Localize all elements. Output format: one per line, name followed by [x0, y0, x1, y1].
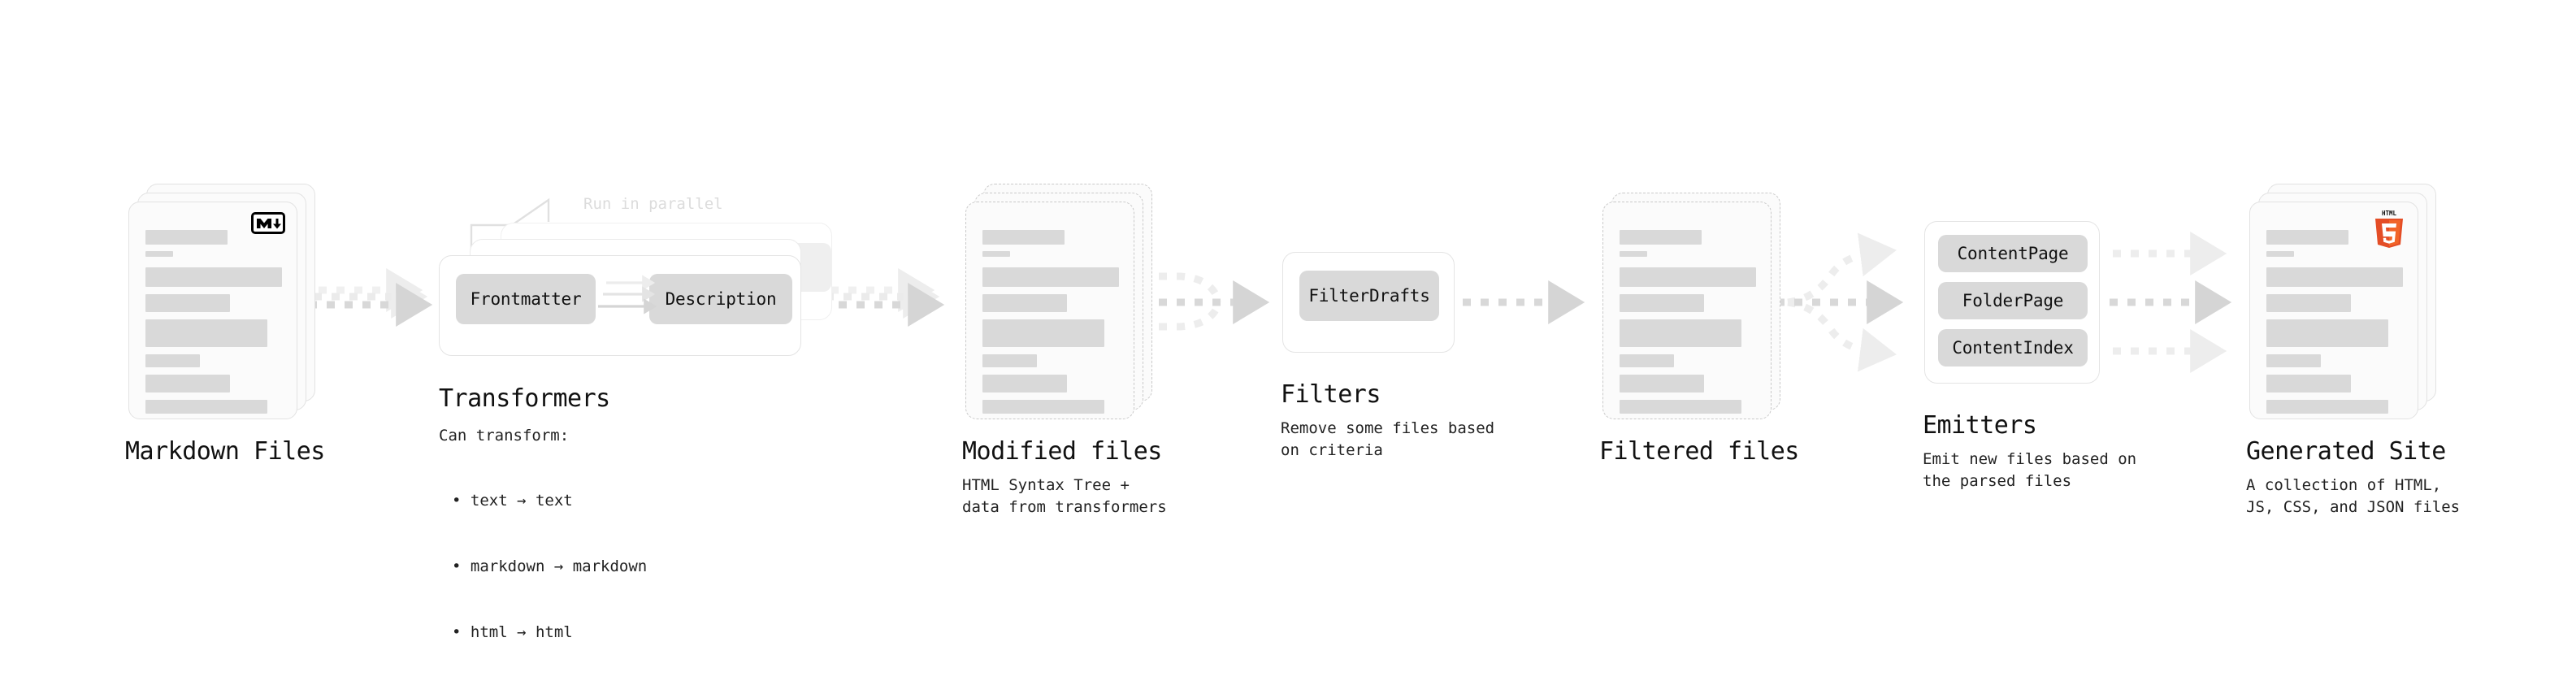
doc-line	[145, 400, 267, 414]
stage-title-generated-site: Generated Site	[2246, 437, 2446, 466]
modified-doc-body	[982, 230, 1119, 414]
markdown-icon	[251, 212, 285, 234]
filters-card[interactable]: FilterDrafts	[1282, 252, 1455, 353]
doc-line	[2266, 354, 2322, 367]
stage-generated-site: CSS HTML	[2246, 184, 2460, 516]
doc-line	[982, 400, 1104, 414]
html5-badge-text: HTML	[2382, 210, 2397, 217]
doc-line	[1620, 400, 1741, 414]
transformers-bullet-item: • markdown → markdown	[452, 557, 648, 575]
doc-line	[1620, 230, 1702, 245]
doc-line	[1620, 294, 1705, 312]
emitter-pill-contentpage[interactable]: ContentPage	[1938, 235, 2088, 272]
stage-title-markdown-files: Markdown Files	[125, 437, 325, 466]
doc-line	[1620, 319, 1741, 347]
stage-title-modified-files: Modified files	[962, 437, 1162, 466]
bullet-text: markdown → markdown	[470, 557, 648, 575]
connector-modified-to-filters	[1141, 272, 1270, 331]
html5-icon: HTML	[2372, 209, 2406, 248]
emitter-pill-folderpage[interactable]: FolderPage	[1938, 282, 2088, 319]
filters-subtitle: Remove some files based on criteria	[1281, 419, 1495, 459]
doc-line	[1620, 251, 1647, 257]
modified-doc-front	[965, 202, 1134, 419]
doc-line	[2266, 294, 2352, 312]
generated-doc-body	[2266, 230, 2403, 414]
stage-markdown-files: Markdown Files	[125, 184, 325, 466]
doc-line	[145, 375, 231, 393]
doc-line	[2266, 319, 2388, 347]
connector-filtered-to-emitters	[1776, 232, 1904, 372]
transformers-bullet-item: • text → text	[452, 491, 573, 510]
doc-line	[1620, 267, 1756, 287]
doc-line	[145, 251, 173, 257]
markdown-doc-front	[128, 202, 297, 419]
doc-line	[982, 319, 1104, 347]
doc-line	[145, 294, 231, 312]
connector-transformers-to-modified	[821, 268, 945, 327]
bullet-text: html → html	[470, 622, 573, 641]
stage-filtered-files: Filtered files	[1599, 193, 1799, 466]
generated-doc-stack: CSS HTML	[2249, 184, 2436, 421]
doc-line	[145, 354, 201, 367]
doc-line	[982, 375, 1068, 393]
markdown-doc-body	[145, 230, 282, 414]
doc-line	[145, 267, 282, 287]
emitter-pill-contentindex[interactable]: ContentIndex	[1938, 329, 2088, 367]
filtered-doc-stack	[1602, 193, 1789, 421]
run-in-parallel-label: Run in parallel	[583, 195, 723, 213]
modified-files-subtitle: HTML Syntax Tree + data from transformer…	[962, 476, 1167, 516]
doc-line	[982, 294, 1068, 312]
doc-line	[2266, 251, 2294, 257]
transformers-subtitle: Can transform:	[439, 427, 570, 445]
stage-title-filtered-files: Filtered files	[1599, 437, 1799, 466]
connector-emitters-to-site	[2110, 232, 2232, 373]
transformers-bullet-item: • html → html	[452, 622, 573, 641]
transformer-pill-frontmatter[interactable]: Frontmatter	[456, 274, 596, 324]
stage-title-transformers: Transformers	[439, 384, 610, 413]
transformer-inner-arrows	[598, 275, 657, 314]
doc-line	[2266, 230, 2348, 245]
doc-line	[982, 267, 1119, 287]
stage-modified-files: Modified files HTML Syntax Tree + data f…	[962, 184, 1167, 516]
doc-line	[982, 354, 1038, 367]
filtered-doc-body	[1620, 230, 1756, 414]
doc-line	[2266, 267, 2403, 287]
transformers-bullets: • text → text • markdown → markdown • ht…	[452, 446, 647, 681]
doc-line	[145, 230, 228, 245]
doc-line	[982, 230, 1065, 245]
bullet-text: text → text	[470, 491, 573, 510]
emitters-subtitle: Emit new files based on the parsed files	[1923, 450, 2137, 490]
doc-line	[982, 251, 1010, 257]
transformer-pill-description[interactable]: Description	[649, 274, 792, 324]
filtered-doc-front	[1602, 202, 1772, 419]
modified-doc-stack	[965, 184, 1152, 421]
doc-line	[1620, 375, 1705, 393]
doc-line	[1620, 354, 1675, 367]
doc-line	[2266, 375, 2352, 393]
generated-doc-front: HTML	[2249, 202, 2418, 419]
generated-site-subtitle: A collection of HTML, JS, CSS, and JSON …	[2246, 476, 2461, 516]
doc-line	[145, 319, 267, 347]
markdown-doc-stack	[128, 184, 315, 421]
emitters-card[interactable]: ContentPage FolderPage ContentIndex	[1924, 221, 2100, 384]
stage-title-filters: Filters	[1281, 380, 1381, 409]
stage-title-emitters: Emitters	[1923, 411, 2037, 440]
filter-pill-filterdrafts[interactable]: FilterDrafts	[1299, 271, 1439, 321]
doc-line	[2266, 400, 2388, 414]
connector-markdown-to-transformers	[309, 268, 433, 327]
